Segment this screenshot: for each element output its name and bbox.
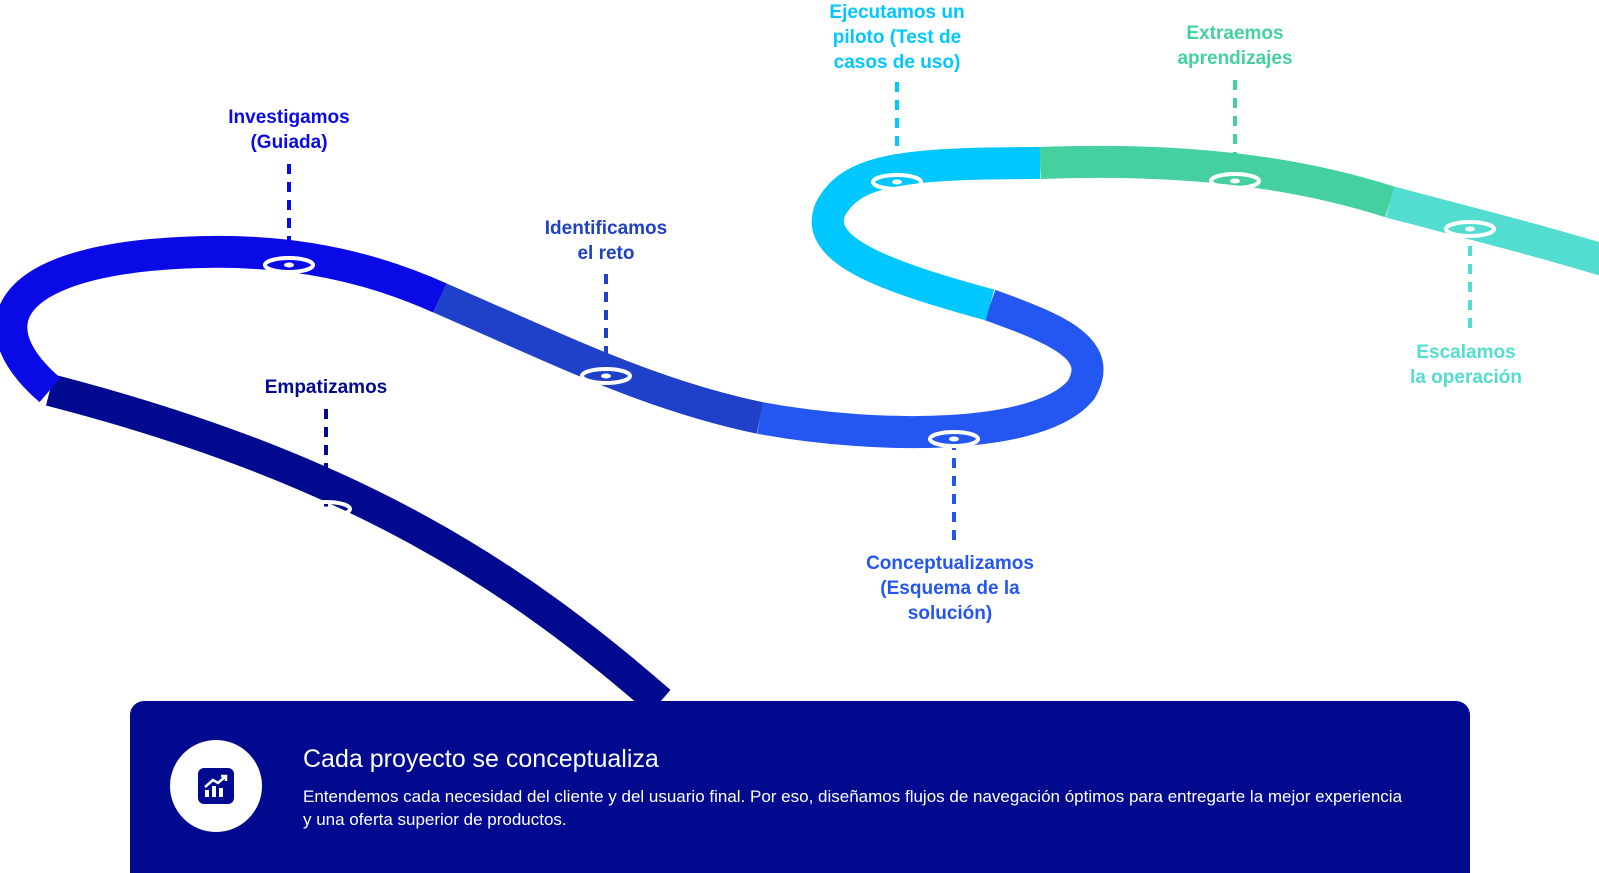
- card-description: Entendemos cada necesidad del cliente y …: [303, 787, 1403, 829]
- step-label-line: (Guiada): [250, 132, 328, 153]
- step-label-line: aprendizajes: [1177, 48, 1293, 69]
- step-label-line: Conceptualizamos: [866, 553, 1034, 574]
- card-icon-badge: [170, 740, 262, 832]
- marker-conceptualizamos: [928, 430, 980, 448]
- marker-ejecutamos: [871, 173, 923, 191]
- road-segment-mid-blue: [433, 283, 764, 434]
- step-label-empatizamos: Empatizamos: [265, 375, 387, 400]
- step-label-identificamos: Identificamos el reto: [545, 216, 667, 266]
- step-label-line: Escalamos: [1416, 342, 1516, 363]
- marker-identificamos: [580, 367, 632, 385]
- info-card: Cada proyecto se conceptualiza Entendemo…: [130, 701, 1470, 873]
- step-label-ejecutamos: Ejecutamos un piloto (Test de casos de u…: [829, 0, 964, 75]
- step-label-line: piloto (Test de: [832, 27, 962, 48]
- marker-escalamos: [1444, 220, 1496, 238]
- step-label-line: Empatizamos: [264, 377, 388, 398]
- step-label-line: solución): [907, 603, 993, 624]
- marker-empatizamos: [300, 500, 352, 518]
- step-label-line: Extraemos: [1186, 23, 1284, 44]
- road-segment-green: [1039, 145, 1395, 218]
- marker-extraemos: [1209, 172, 1261, 190]
- step-label-investigamos: Investigamos (Guiada): [228, 105, 349, 155]
- marker-investigamos: [263, 256, 315, 274]
- step-label-line: casos de uso): [833, 52, 961, 73]
- road-segment-bright-blue: [757, 289, 1104, 448]
- step-label-line: la operación: [1410, 367, 1522, 388]
- step-label-line: Investigamos: [228, 107, 350, 128]
- step-label-conceptualizamos: Conceptualizamos (Esquema de la solución…: [866, 551, 1034, 626]
- road-segment-navy: [45, 374, 671, 715]
- step-label-extraemos: Extraemos aprendizajes: [1177, 21, 1292, 71]
- road-segment-blue: [0, 235, 447, 403]
- step-label-line: (Esquema de la: [880, 578, 1020, 599]
- step-label-line: el reto: [577, 243, 635, 264]
- step-label-line: Ejecutamos un: [829, 2, 965, 23]
- card-title: Cada proyecto se conceptualiza: [303, 745, 659, 773]
- step-label-line: Identificamos: [544, 218, 668, 239]
- chart-growth-icon: [198, 768, 234, 804]
- road-segment-cyan: [812, 147, 1041, 321]
- step-label-escalamos: Escalamos la operación: [1410, 340, 1522, 390]
- road-segment-teal: [1385, 186, 1599, 276]
